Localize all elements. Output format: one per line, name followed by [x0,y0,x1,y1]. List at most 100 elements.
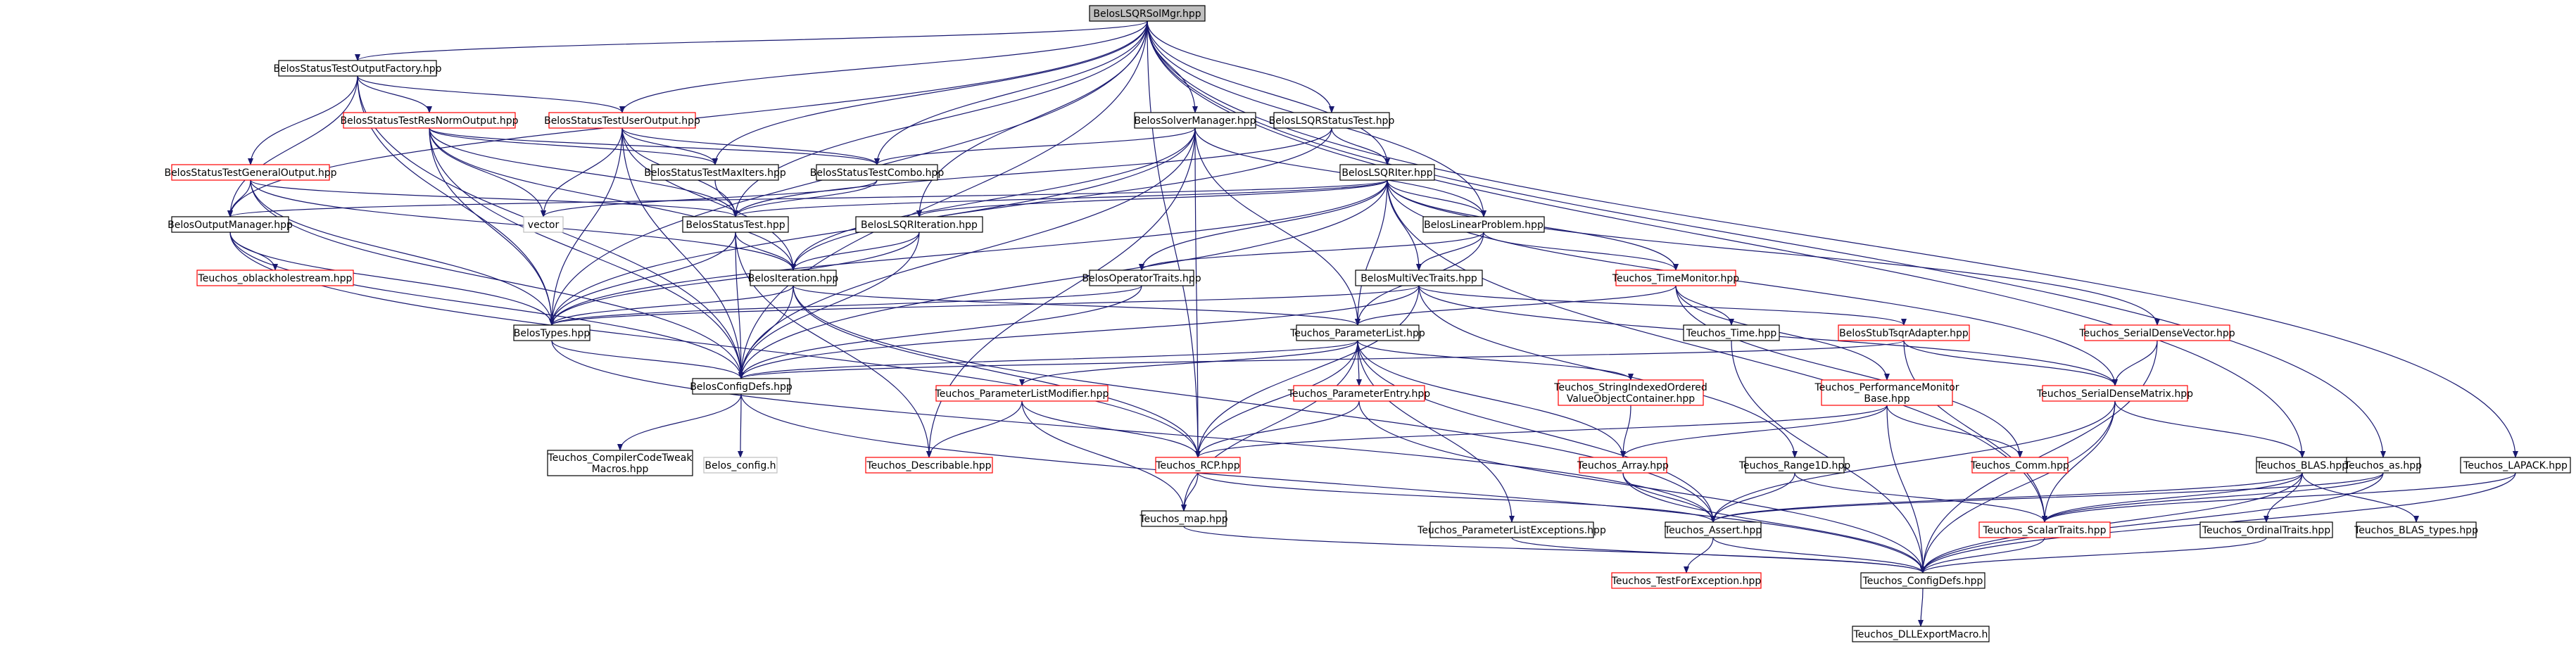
edge-as-to-strt [2042,472,2384,523]
edge-sta-to-strt [1903,340,2047,523]
node-stc[interactable]: BelosStatusTestCombo.hpp [810,164,945,181]
node-box-mvt [1355,270,1483,286]
node-box-lapack [2460,457,2571,474]
edge-sdm-to-tcfg [1920,400,2116,573]
node-st[interactable]: BelosStatusTest.hpp [682,216,789,233]
nodes-layer: BelosLSQRSolMgr.hppBelosStatusTestOutput… [164,5,2571,642]
edge-pl-to-ple [1357,340,1515,523]
node-pl[interactable]: Teuchos_ParameterList.hpp [1289,324,1425,341]
node-sm[interactable]: BelosSolverManager.hpp [1134,112,1256,129]
node-box-tfe [1611,572,1762,589]
edge-lsqriter-to-om [227,179,1388,217]
node-label-pmb-line1: Teuchos_PerformanceMonitor [1814,382,1959,393]
edge-stuo-to-cfg [621,127,744,379]
node-label-map: Teuchos_map.hpp [1139,514,1227,525]
node-time[interactable]: Teuchos_Time.hpp [1683,324,1780,341]
node-assert[interactable]: Teuchos_Assert.hpp [1664,521,1762,538]
node-label-arr: Teuchos_Array.hpp [1577,460,1669,471]
node-lsqriter[interactable]: BelosLSQRIter.hpp [1339,164,1435,181]
edge-tm-to-time [1675,285,1734,326]
node-box-sio [1558,379,1704,406]
node-map[interactable]: Teuchos_map.hpp [1139,510,1228,527]
edge-plm-to-desc [926,400,1023,458]
node-sdv[interactable]: Teuchos_SerialDenseVector.hpp [2078,324,2235,341]
node-obl[interactable]: Teuchos_oblackholestream.hpp [196,270,354,286]
node-label-tm: Teuchos_TimeMonitor.hpp [1612,273,1739,284]
edge-iter-to-rcp [793,285,1201,458]
edge-root-to-stof [355,20,1148,61]
edge-st-to-types [549,232,736,326]
node-label-blas: Teuchos_BLAS.hpp [2256,460,2348,471]
node-ot[interactable]: BelosOperatorTraits.hpp [1082,270,1201,286]
edge-sdv-to-tcfg [1920,340,2158,573]
node-stgo[interactable]: BelosStatusTestGeneralOutput.hpp [164,164,337,181]
node-label-cctm-line1: Teuchos_CompilerCodeTweak [548,452,693,464]
node-lsqriteration[interactable]: BelosLSQRIteration.hpp [855,216,983,233]
node-r1d[interactable]: Teuchos_Range1D.hpp [1738,457,1850,474]
node-sdm[interactable]: Teuchos_SerialDenseMatrix.hpp [2036,385,2193,402]
edge-st-to-iter [735,232,796,271]
node-stof[interactable]: BelosStatusTestOutputFactory.hpp [273,60,442,77]
node-stuo[interactable]: BelosStatusTestUserOutput.hpp [544,112,700,129]
node-box-om [171,216,289,233]
node-box-strt [1978,521,2111,538]
edge-iter-to-assert [793,285,1716,523]
edge-iter-to-cfg [738,285,794,379]
node-lapack[interactable]: Teuchos_LAPACK.hpp [2460,457,2571,474]
edge-stgo-to-st [250,179,738,217]
edge-st-to-cfg [735,232,744,379]
node-cfg[interactable]: BelosConfigDefs.hpp [690,378,793,395]
node-blastypes[interactable]: Teuchos_BLAS_types.hpp [2354,521,2478,538]
node-pe[interactable]: Teuchos_ParameterEntry.hpp [1287,385,1430,402]
edge-strno-to-stmi [429,127,718,165]
edge-lp-to-mvt [1416,232,1484,271]
node-sta[interactable]: BelosStubTsqrAdapter.hpp [1838,324,1970,341]
node-plm[interactable]: Teuchos_ParameterListModifier.hpp [935,385,1109,402]
edge-lsqriteration-to-types [549,232,920,326]
node-comm[interactable]: Teuchos_Comm.hpp [1970,457,2069,474]
node-strno[interactable]: BelosStatusTestResNormOutput.hpp [340,112,519,129]
node-iter[interactable]: BelosIteration.hpp [748,270,839,286]
node-box-pe [1293,385,1425,402]
node-om[interactable]: BelosOutputManager.hpp [168,216,293,233]
node-lsqrst[interactable]: BelosLSQRStatusTest.hpp [1269,112,1395,129]
node-desc[interactable]: Teuchos_Describable.hpp [865,457,993,474]
node-label-stmi: BelosStatusTestMaxIters.hpp [644,167,786,179]
edge-mvt-to-sta [1418,285,1907,326]
edge-iter-to-pl [793,285,1360,326]
node-label-pe: Teuchos_ParameterEntry.hpp [1287,388,1430,400]
node-mvt[interactable]: BelosMultiVecTraits.hpp [1355,270,1483,286]
node-tfe[interactable]: Teuchos_TestForException.hpp [1611,572,1762,589]
edge-tm-to-comm [1675,285,2023,458]
node-arr[interactable]: Teuchos_Array.hpp [1577,457,1669,474]
node-ordt[interactable]: Teuchos_OrdinalTraits.hpp [2199,521,2333,538]
edge-root-to-lapack [1147,20,2518,458]
node-blas[interactable]: Teuchos_BLAS.hpp [2256,457,2349,474]
node-dll[interactable]: Teuchos_DLLExportMacro.h [1852,626,1990,642]
node-types[interactable]: BelosTypes.hpp [513,324,591,341]
edge-lsqrst-to-lsqriter [1331,127,1390,165]
node-as[interactable]: Teuchos_as.hpp [2344,457,2422,474]
node-lp[interactable]: BelosLinearProblem.hpp [1422,216,1545,233]
node-ple[interactable]: Teuchos_ParameterListExceptions.hpp [1417,521,1606,538]
node-tm[interactable]: Teuchos_TimeMonitor.hpp [1612,270,1739,286]
node-stmi[interactable]: BelosStatusTestMaxIters.hpp [644,164,786,181]
node-strt[interactable]: Teuchos_ScalarTraits.hpp [1978,521,2111,538]
edge-assert-to-tcfg [1712,537,1926,573]
edge-pl-to-arr [1357,340,1626,458]
edge-stof-to-strno [357,75,432,113]
edge-lsqriteration-to-cfg [738,232,920,379]
node-rcp[interactable]: Teuchos_RCP.hpp [1155,457,1241,474]
node-label-pl: Teuchos_ParameterList.hpp [1289,328,1425,339]
edge-stof-to-stgo [248,75,358,165]
node-tcfg[interactable]: Teuchos_ConfigDefs.hpp [1860,572,1985,589]
edge-stc-to-vector [541,179,878,217]
edge-pe-to-rcp [1195,400,1360,458]
node-box-bconfig [703,457,778,474]
node-sio[interactable]: Teuchos_StringIndexedOrderedValueObjectC… [1553,379,1707,406]
edge-mvt-to-r1d [1418,285,1798,458]
edge-lapack-to-strt [2042,472,2516,523]
edge-root-to-stmi [712,20,1148,165]
